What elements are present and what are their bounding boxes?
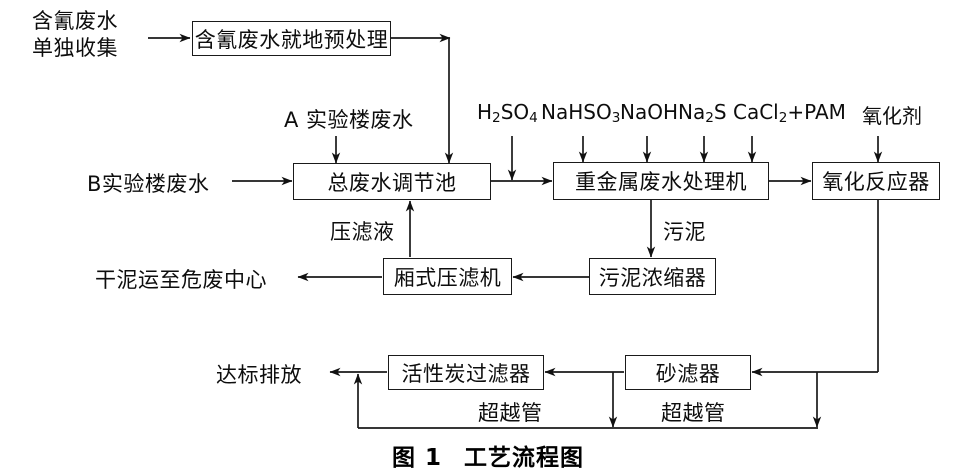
flow-label-filtrate-return: 压滤液: [330, 220, 395, 244]
flow-label-bypass-pipe-left: 超越管: [478, 401, 543, 425]
node-sand-filter[interactable]: 砂滤器: [625, 355, 751, 390]
terminal-lab-b-wastewater: B实验楼废水: [87, 172, 210, 196]
node-equalization-tank[interactable]: 总废水调节池: [293, 163, 491, 200]
figure-caption: 图 1 工艺流程图: [0, 438, 976, 472]
flow-label-bypass-pipe-right: 超越管: [661, 401, 726, 425]
cyanide-source-line1: 含氰废水: [32, 9, 118, 33]
terminal-compliant-discharge: 达标排放: [216, 363, 302, 387]
node-filter-press[interactable]: 厢式压滤机: [383, 258, 512, 295]
reagent-sodium-hydroxide: NaOH: [620, 100, 678, 124]
flow-label-sludge-stream: 污泥: [663, 220, 706, 244]
cyanide-source-line2: 单独收集: [32, 35, 118, 60]
terminal-cyanide-source: 含氰废水 单独收集: [32, 8, 118, 62]
reagent-sodium-sulfide: Na2S: [678, 100, 727, 126]
node-sludge-thickener[interactable]: 污泥浓缩器: [589, 258, 716, 295]
caption-number: 图 1: [391, 445, 442, 471]
node-cyanide-pretreat[interactable]: 含氰废水就地预处理: [192, 21, 391, 56]
terminal-dry-sludge-output: 干泥运至危废中心: [95, 268, 267, 292]
reagent-sulfuric-acid: H2SO4: [477, 100, 538, 126]
reagent-oxidant: 氧化剂: [862, 104, 922, 128]
caption-title: 工艺流程图: [464, 445, 584, 471]
node-heavy-metal-unit[interactable]: 重金属废水处理机: [553, 162, 769, 200]
reagent-sodium-bisulfite: NaHSO3: [541, 100, 621, 126]
node-activated-carbon-filter[interactable]: 活性炭过滤器: [388, 355, 544, 390]
reagent-calcium-chloride-pam: CaCl2+PAM: [733, 100, 846, 126]
terminal-lab-a-wastewater: A 实验楼废水: [284, 108, 414, 132]
node-oxidation-reactor[interactable]: 氧化反应器: [812, 162, 940, 200]
